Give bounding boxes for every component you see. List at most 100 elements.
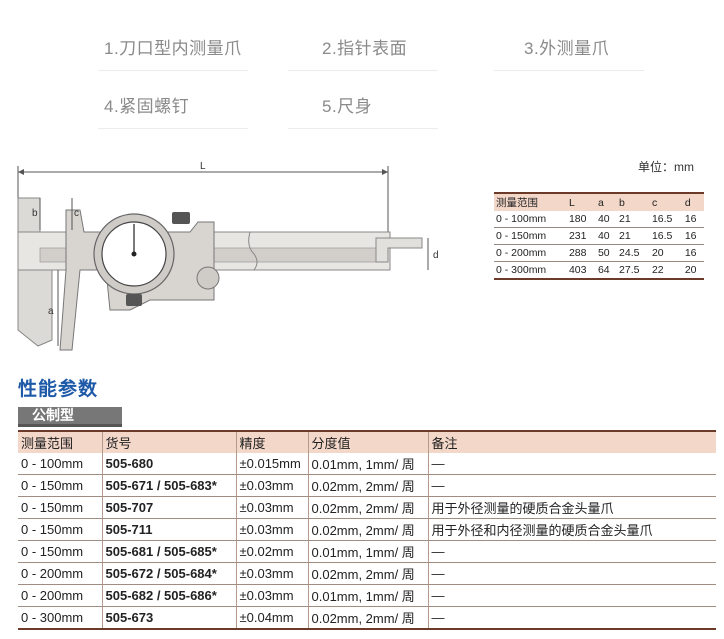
- table-cell: —: [427, 474, 716, 497]
- table-cell: 505-680: [101, 453, 236, 475]
- table-cell: 16: [682, 227, 704, 245]
- bottom-screw: [126, 294, 142, 306]
- table-cell: 0 - 300mm: [18, 606, 102, 630]
- part-label-4: 4.紧固螺钉: [104, 97, 190, 116]
- table-cell: 505-673: [101, 606, 236, 630]
- thumb-roller: [196, 266, 220, 290]
- table-cell: —: [427, 562, 716, 585]
- table-cell: 用于外径和内径测量的硬质合金头量爪: [427, 518, 716, 541]
- table-cell: 16.5: [649, 211, 683, 228]
- depth-rod: [375, 237, 423, 263]
- dimension-table: 测量范围 L a b c d 0 - 100mm 180 40 21 16.5 …: [494, 192, 704, 280]
- table-cell: 0.01mm, 1mm/ 周: [307, 453, 428, 475]
- table-cell: 40: [595, 211, 618, 228]
- table-cell: 0 - 150mm: [494, 227, 567, 245]
- table-cell: 180: [566, 211, 596, 228]
- table-row: 0 - 100mm 505-680 ±0.015mm 0.01mm, 1mm/ …: [18, 453, 716, 475]
- unit-label: 单位：mm: [638, 160, 694, 174]
- table-cell: 0 - 150mm: [18, 540, 102, 563]
- label-a: a: [48, 306, 54, 317]
- spec-header: 精度: [235, 430, 308, 453]
- part-label-2: 2.指针表面: [322, 39, 408, 58]
- table-cell: —: [427, 584, 716, 607]
- table-cell: 403: [566, 261, 596, 280]
- table-row: 0 - 150mm 505-711 ±0.03mm 0.02mm, 2mm/ 周…: [18, 518, 716, 541]
- table-row: 0 - 150mm 505-681 / 505-685* ±0.02mm 0.0…: [18, 540, 716, 563]
- table-cell: 0.02mm, 2mm/ 周: [307, 496, 428, 519]
- spec-header: 分度值: [307, 430, 428, 453]
- dim-header: a: [595, 192, 618, 211]
- table-cell: 20: [682, 261, 704, 280]
- table-cell: 0 - 200mm: [494, 244, 567, 262]
- divider: [288, 128, 438, 129]
- table-cell: 22: [649, 261, 683, 280]
- table-row: 0 - 150mm 231 40 21 16.5 16: [494, 227, 704, 245]
- caliper-diagram: L d a b c: [17, 161, 439, 351]
- table-cell: ±0.03mm: [235, 496, 308, 519]
- tag-underline: [18, 424, 122, 427]
- table-cell: 0 - 150mm: [18, 518, 102, 541]
- divider: [494, 70, 644, 71]
- label-b: b: [32, 208, 38, 219]
- table-cell: ±0.03mm: [235, 584, 308, 607]
- divider: [288, 70, 438, 71]
- divider: [98, 70, 248, 71]
- table-cell: 0.02mm, 2mm/ 周: [307, 518, 428, 541]
- parts-legend: 1.刀口型内测量爪 2.指针表面 3.外测量爪 4.紧固螺钉 5.尺身: [0, 0, 724, 140]
- table-cell: 40: [595, 227, 618, 245]
- spec-header: 测量范围: [18, 430, 102, 453]
- table-cell: ±0.02mm: [235, 540, 308, 563]
- table-cell: 0 - 300mm: [494, 261, 567, 280]
- table-cell: 0 - 150mm: [18, 496, 102, 519]
- table-row: 0 - 200mm 505-672 / 505-684* ±0.03mm 0.0…: [18, 562, 716, 585]
- dim-header: d: [682, 192, 704, 211]
- table-cell: 21: [617, 227, 650, 245]
- metric-tag: 公制型: [18, 407, 122, 424]
- dim-header: c: [649, 192, 683, 211]
- dimension-header-row: 测量范围 L a b c d: [494, 192, 704, 211]
- table-cell: 21: [617, 211, 650, 228]
- table-cell: 231: [566, 227, 596, 245]
- table-cell: 0.02mm, 2mm/ 周: [307, 562, 428, 585]
- table-cell: 0.01mm, 1mm/ 周: [307, 540, 428, 563]
- table-cell: 0.01mm, 1mm/ 周: [307, 584, 428, 607]
- label-c: c: [74, 208, 79, 219]
- table-cell: 50: [595, 244, 618, 262]
- clamp-screw: [172, 212, 190, 224]
- spec-header: 货号: [101, 430, 236, 453]
- divider: [98, 128, 248, 129]
- table-row: 0 - 150mm 505-671 / 505-683* ±0.03mm 0.0…: [18, 474, 716, 497]
- table-cell: ±0.03mm: [235, 562, 308, 585]
- table-cell: 505-707: [101, 496, 236, 519]
- table-cell: 505-682 / 505-686*: [101, 584, 236, 607]
- table-cell: 0.02mm, 2mm/ 周: [307, 606, 428, 630]
- table-cell: 505-681 / 505-685*: [101, 540, 236, 563]
- table-cell: 0 - 100mm: [18, 453, 102, 475]
- table-cell: 用于外径测量的硬质合金头量爪: [427, 496, 716, 519]
- table-cell: 288: [566, 244, 596, 262]
- dim-header: b: [617, 192, 650, 211]
- table-cell: 505-671 / 505-683*: [101, 474, 236, 497]
- table-cell: 16: [682, 211, 704, 228]
- table-cell: 505-672 / 505-684*: [101, 562, 236, 585]
- table-cell: 0 - 200mm: [18, 562, 102, 585]
- part-label-1: 1.刀口型内测量爪: [104, 39, 242, 58]
- table-cell: 505-711: [101, 518, 236, 541]
- dim-header: 测量范围: [494, 192, 567, 211]
- spec-header: 备注: [427, 430, 716, 453]
- table-row: 0 - 150mm 505-707 ±0.03mm 0.02mm, 2mm/ 周…: [18, 496, 716, 519]
- table-cell: —: [427, 453, 716, 475]
- spec-table: 测量范围 货号 精度 分度值 备注 0 - 100mm 505-680 ±0.0…: [18, 430, 716, 630]
- table-cell: 0 - 200mm: [18, 584, 102, 607]
- table-cell: ±0.015mm: [235, 453, 308, 475]
- table-cell: —: [427, 606, 716, 630]
- table-row: 0 - 300mm 403 64 27.5 22 20: [494, 261, 704, 280]
- table-cell: 16: [682, 244, 704, 262]
- part-label-5: 5.尺身: [322, 97, 373, 116]
- label-L: L: [200, 161, 206, 172]
- outer-jaw-fixed: [17, 269, 53, 347]
- inner-jaw-fixed: [17, 197, 41, 233]
- table-cell: 64: [595, 261, 618, 280]
- table-cell: ±0.03mm: [235, 474, 308, 497]
- label-d: d: [433, 250, 439, 261]
